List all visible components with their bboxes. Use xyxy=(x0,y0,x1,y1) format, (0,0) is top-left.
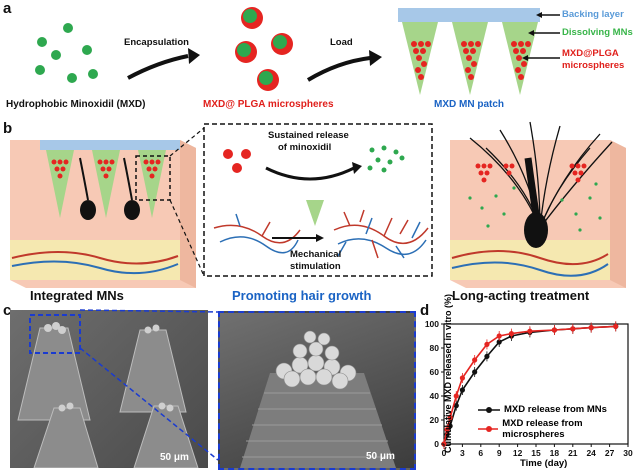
legend-microspheres-label: microspheres xyxy=(562,60,625,71)
y-axis-label: Cumulative MXD released in vitro (%) xyxy=(443,293,453,453)
mxd-dots xyxy=(35,23,98,83)
x-tick-label: 12 xyxy=(513,448,523,458)
sem-image-overview: 50 μm xyxy=(10,310,208,468)
hydrophobic-mxd-label: Hydrophobic Minoxidil (MXD) xyxy=(6,99,146,110)
data-point xyxy=(496,339,502,345)
vessels-after xyxy=(333,209,429,259)
sem-image-zoom: 50 μm xyxy=(218,311,416,470)
mn-patch-label: MXD MN patch xyxy=(434,99,504,110)
x-tick-label: 0 xyxy=(442,448,447,458)
sustained-release-label-2: of minoxidil xyxy=(278,142,332,153)
legend-mxd-plga-label: MXD@PLGA xyxy=(562,48,619,59)
panel-a-illustration xyxy=(35,7,560,95)
legend-mns-label: MXD release from MNs xyxy=(504,404,607,415)
data-point xyxy=(453,393,459,399)
data-point xyxy=(551,327,557,333)
x-tick-label: 18 xyxy=(550,448,560,458)
legend-microspheres-marker xyxy=(478,426,499,432)
panel-a-letter: a xyxy=(3,0,12,17)
scale-bar-left: 50 μm xyxy=(160,452,189,463)
load-label: Load xyxy=(330,37,353,48)
data-point xyxy=(484,341,490,347)
vessels-before xyxy=(213,213,301,254)
data-point xyxy=(447,415,453,421)
mechanical-label-2: stimulation xyxy=(290,261,341,272)
y-tick-label: 40 xyxy=(430,391,440,401)
panel-b-illustration xyxy=(10,121,626,288)
y-tick-label: 0 xyxy=(434,439,439,449)
x-tick-label: 24 xyxy=(586,448,596,458)
y-tick-label: 100 xyxy=(425,319,439,329)
load-arrow xyxy=(306,56,371,82)
y-tick-label: 80 xyxy=(430,343,440,353)
data-point xyxy=(588,325,594,331)
data-point xyxy=(613,323,619,329)
release-chart: 0 3 6 9 12 15 18 21 24 27 30 0 20 40 60 80 100 xyxy=(425,319,633,458)
legend-microspheres-series-label: MXD release from microspheres xyxy=(502,418,583,440)
data-point xyxy=(472,357,478,363)
legend-dissolving-label: Dissolving MNs xyxy=(562,27,633,38)
microspheres-label: MXD@ PLGA microspheres xyxy=(203,99,334,110)
series-line-1 xyxy=(443,325,616,445)
legend-mns-marker xyxy=(478,406,500,413)
data-point xyxy=(527,328,533,334)
x-tick-label: 30 xyxy=(623,448,633,458)
x-tick-label: 9 xyxy=(497,448,502,458)
panel-b-letter: b xyxy=(3,120,13,137)
microspheres xyxy=(235,7,293,91)
skin-block-right xyxy=(450,121,626,288)
data-point xyxy=(453,403,459,409)
data-point xyxy=(459,375,465,381)
mn-tip-icon xyxy=(306,200,324,226)
x-tick-label: 15 xyxy=(531,448,541,458)
integrated-mns-label: Integrated MNs xyxy=(30,288,124,303)
legend-backing-label: Backing layer xyxy=(562,9,624,20)
x-tick-label: 3 xyxy=(460,448,465,458)
encapsulation-arrow xyxy=(127,54,189,80)
promoting-hair-growth-label: Promoting hair growth xyxy=(232,288,372,303)
needle-microspheres xyxy=(411,41,531,80)
panel-d-letter: d xyxy=(420,302,430,319)
chart-legend: MXD release from MNs MXD release from mi… xyxy=(478,404,636,440)
backing-layer xyxy=(398,8,540,22)
data-point xyxy=(484,353,490,359)
mechanical-label-1: Mechanical xyxy=(290,249,342,260)
sustained-release-label-1: Sustained release xyxy=(268,130,349,141)
data-point xyxy=(444,427,450,433)
zoom-lines-c xyxy=(79,309,219,461)
x-tick-label: 6 xyxy=(478,448,483,458)
release-dots xyxy=(223,145,405,173)
data-point xyxy=(459,387,465,393)
x-tick-label: 21 xyxy=(568,448,578,458)
scale-bar-right: 50 μm xyxy=(366,451,395,462)
skin-block-left xyxy=(10,140,196,288)
y-tick-label: 20 xyxy=(430,415,440,425)
data-point xyxy=(570,326,576,332)
data-point xyxy=(496,333,502,339)
x-axis-label: Time (day) xyxy=(520,458,568,469)
long-acting-label: Long-acting treatment xyxy=(452,288,590,303)
encapsulation-label: Encapsulation xyxy=(124,37,189,48)
data-point xyxy=(508,331,515,337)
y-tick-label: 60 xyxy=(430,367,440,377)
panel-c-letter: c xyxy=(3,302,12,319)
mechanism-box xyxy=(203,123,433,277)
data-point xyxy=(472,369,478,375)
x-tick-label: 27 xyxy=(605,448,615,458)
